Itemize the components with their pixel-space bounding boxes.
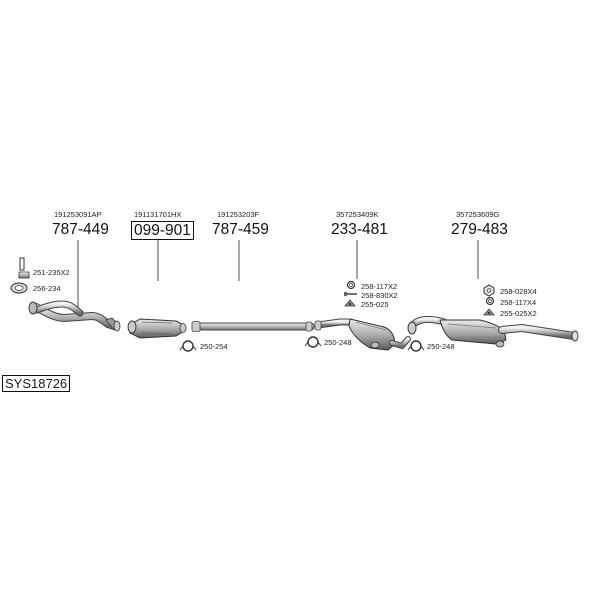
oem-number-centre-pipe: 191253203F — [217, 210, 260, 219]
oem-number-catalyst: 191131701HX — [134, 210, 182, 219]
clamp-icon — [304, 336, 322, 348]
centre-pipe[interactable] — [191, 321, 315, 332]
part-number-front-pipe[interactable]: 787-449 — [52, 221, 109, 238]
accessory-label-clamp-rear[interactable]: 250-248 — [427, 342, 455, 351]
oem-number-rear-silencer: 357253609G — [456, 210, 500, 219]
accessory-label-nut-rear[interactable]: 258-028X4 — [500, 287, 537, 296]
part-number-catalyst[interactable]: 099-901 — [131, 221, 194, 240]
part-number-middle-silencer[interactable]: 233-481 — [331, 221, 388, 238]
part-number-rear-silencer[interactable]: 279-483 — [451, 221, 508, 238]
leader-lines — [77, 240, 479, 309]
accessory-label-gasket[interactable]: 256-234 — [33, 284, 61, 293]
nut-icon — [483, 284, 495, 297]
part-number-centre-pipe[interactable]: 787-459 — [212, 221, 269, 238]
rear-silencer[interactable] — [407, 315, 579, 348]
middle-silencer[interactable] — [314, 318, 411, 351]
accessory-label-hanger-middle[interactable]: 255-025 — [361, 300, 389, 309]
clamp-icon — [179, 340, 197, 352]
accessory-label-bracket[interactable]: 251-235X2 — [33, 268, 70, 277]
bolt-icon — [344, 292, 357, 296]
front-pipe[interactable] — [28, 300, 121, 332]
ring-icon — [485, 296, 495, 306]
accessory-label-clamp-middle[interactable]: 250-248 — [324, 338, 352, 347]
system-code: SYS18726 — [2, 375, 71, 392]
accessory-label-ring-rear[interactable]: 258-117X4 — [500, 298, 537, 307]
oem-number-middle-silencer: 357253409K — [336, 210, 379, 219]
catalyst[interactable] — [127, 318, 187, 339]
gasket-icon — [10, 282, 28, 294]
accessory-label-bolt-middle[interactable]: 258-830X2 — [361, 291, 398, 300]
accessory-label-clamp-catalyst[interactable]: 250-254 — [200, 342, 228, 351]
clamp-icon — [407, 340, 425, 352]
ring-icon — [346, 280, 356, 290]
bracket-icon — [18, 257, 30, 279]
hanger-icon — [344, 299, 356, 307]
oem-number-front-pipe: 191253091AP — [54, 210, 102, 219]
hanger-icon — [483, 308, 495, 316]
accessory-label-hanger-rear[interactable]: 255-025X2 — [500, 309, 537, 318]
accessory-label-ring-middle[interactable]: 258-117X2 — [361, 282, 398, 291]
